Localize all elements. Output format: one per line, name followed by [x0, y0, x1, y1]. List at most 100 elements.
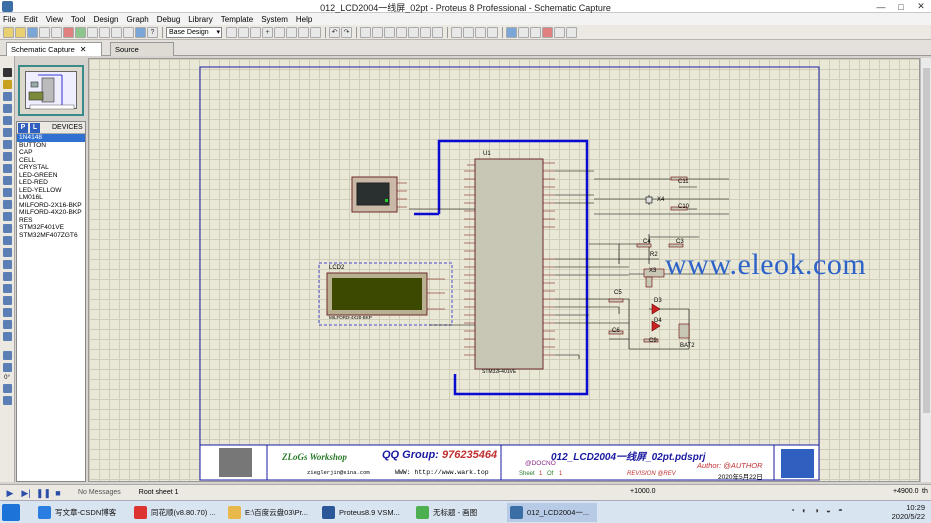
netlist-icon[interactable] — [554, 26, 565, 38]
scroll-thumb[interactable] — [923, 68, 930, 413]
volume-icon[interactable]: ◐ — [802, 506, 807, 515]
decompose-icon[interactable] — [487, 26, 498, 38]
overview-window[interactable] — [18, 65, 84, 116]
design-variant-dropdown[interactable]: Base Design — [166, 26, 222, 38]
text-icon[interactable] — [3, 308, 12, 317]
3d-view-icon[interactable] — [87, 26, 98, 38]
arc-icon[interactable] — [3, 284, 12, 293]
text-script-icon[interactable] — [3, 116, 12, 125]
security-icon[interactable]: ◒ — [826, 506, 831, 515]
make-device-icon[interactable] — [463, 26, 474, 38]
menu-system[interactable]: System — [261, 14, 288, 24]
pcb-layout-icon[interactable] — [75, 26, 86, 38]
taskbar-item[interactable]: Proteus8.9 VSM... — [319, 503, 409, 522]
pick-device-icon[interactable] — [451, 26, 462, 38]
device-item[interactable]: MILFORD-2X16-BKP — [19, 201, 82, 209]
voltage-probe-icon[interactable] — [3, 212, 12, 221]
line-icon[interactable] — [3, 248, 12, 257]
taskbar-item[interactable]: E:\百度云盘03\Pr... — [225, 503, 315, 522]
device-item[interactable]: MILFORD-4X20-BKP — [19, 209, 82, 216]
redo-icon[interactable]: ↷ — [341, 26, 352, 38]
schematic-icon[interactable] — [63, 26, 74, 38]
tab-source-code[interactable]: Source Code✕ — [110, 42, 174, 67]
wire-autorouter-icon[interactable] — [506, 26, 517, 38]
menu-graph[interactable]: Graph — [126, 14, 149, 24]
zoom-area-icon[interactable] — [310, 26, 321, 38]
mirror-x-icon[interactable] — [3, 384, 12, 393]
source-code-icon[interactable] — [135, 26, 146, 38]
menu-library[interactable]: Library — [188, 14, 213, 24]
start-button-icon[interactable] — [2, 504, 20, 521]
symbol-icon[interactable] — [3, 320, 12, 329]
messages-status[interactable]: No Messages — [78, 489, 121, 496]
new-sheet-icon[interactable] — [566, 26, 577, 38]
menu-template[interactable]: Template — [220, 14, 254, 24]
device-pins-icon[interactable] — [3, 164, 12, 173]
virtual-instruments-icon[interactable] — [3, 236, 12, 245]
circle-icon[interactable] — [3, 272, 12, 281]
subcircuit-icon[interactable] — [3, 140, 12, 149]
pan-icon[interactable]: + — [262, 26, 273, 38]
schematic-canvas[interactable]: U1 STM32F401VE LCD2 MILFORD-4X20-BKP X4 … — [88, 58, 920, 482]
save-icon[interactable] — [27, 26, 38, 38]
vertical-scrollbar[interactable] — [920, 58, 931, 482]
taskbar-item-active[interactable]: 012_LCD2004一... — [507, 503, 597, 522]
taskbar-item[interactable]: 同花顺(v8.80.70) ... — [131, 503, 221, 522]
wire-label-icon[interactable] — [3, 104, 12, 113]
new-file-icon[interactable] — [3, 26, 14, 38]
terminals-icon[interactable] — [3, 152, 12, 161]
current-probe-icon[interactable] — [3, 224, 12, 233]
selection-mode-icon[interactable] — [3, 68, 12, 77]
search-tag-icon[interactable] — [518, 26, 529, 38]
design-explorer-icon[interactable] — [111, 26, 122, 38]
pick-from-library-button[interactable]: P — [18, 122, 28, 133]
menu-edit[interactable]: Edit — [23, 14, 38, 24]
generator-icon[interactable] — [3, 200, 12, 209]
close-button[interactable]: ✕ — [917, 1, 925, 11]
block-copy-icon[interactable] — [396, 26, 407, 38]
maximize-button[interactable]: □ — [898, 1, 904, 12]
menu-help[interactable]: Help — [295, 14, 313, 24]
library-manager-button[interactable]: L — [30, 122, 40, 133]
device-item[interactable]: STM32MF407ZGT6 — [19, 231, 78, 239]
taskbar-item[interactable]: 写文章-CSDN博客 — [35, 503, 127, 522]
pause-icon[interactable]: ❚❚ — [36, 487, 52, 498]
device-item[interactable]: LED-YELLOW — [19, 186, 62, 194]
help-icon[interactable]: ? — [147, 26, 158, 38]
step-icon[interactable]: ▶| — [21, 487, 31, 498]
network-icon[interactable]: ◔ — [790, 506, 795, 515]
device-item[interactable]: 1N4148 — [17, 134, 85, 142]
graph-mode-icon[interactable] — [3, 176, 12, 185]
device-item[interactable]: LM016L — [19, 194, 43, 201]
zoom-in-icon[interactable] — [274, 26, 285, 38]
packaging-tool-icon[interactable] — [475, 26, 486, 38]
undo-icon[interactable]: ↶ — [329, 26, 340, 38]
paste-icon[interactable] — [384, 26, 395, 38]
grid-toggle-icon[interactable] — [238, 26, 249, 38]
taskbar-item[interactable]: 无标题 - 画图 — [413, 503, 503, 522]
notification-icon[interactable]: ◓ — [838, 506, 843, 515]
junction-dot-icon[interactable] — [3, 92, 12, 101]
marker-icon[interactable] — [3, 332, 12, 341]
close-project-icon[interactable] — [39, 26, 50, 38]
cut-icon[interactable] — [360, 26, 371, 38]
device-item[interactable]: CRYSTAL — [19, 164, 49, 171]
device-item[interactable]: BUTTON — [19, 141, 46, 149]
path-icon[interactable] — [3, 296, 12, 305]
open-file-icon[interactable] — [15, 26, 26, 38]
menu-file[interactable]: File — [3, 14, 16, 24]
electrical-rule-check-icon[interactable] — [542, 26, 553, 38]
device-item[interactable]: STM32F401VE — [19, 224, 65, 231]
block-rotate-icon[interactable] — [420, 26, 431, 38]
copy-icon[interactable] — [372, 26, 383, 38]
box-icon[interactable] — [3, 260, 12, 269]
home-icon[interactable] — [51, 26, 62, 38]
origin-icon[interactable] — [250, 26, 261, 38]
system-clock[interactable]: 10:29 2020/5/22 — [892, 503, 925, 521]
zoom-all-icon[interactable] — [298, 26, 309, 38]
component-mode-icon[interactable] — [3, 80, 12, 89]
menu-tool[interactable]: Tool — [70, 14, 86, 24]
tape-recorder-icon[interactable] — [3, 188, 12, 197]
minimize-button[interactable]: — — [876, 1, 886, 12]
play-icon[interactable]: ▶ — [6, 487, 14, 498]
